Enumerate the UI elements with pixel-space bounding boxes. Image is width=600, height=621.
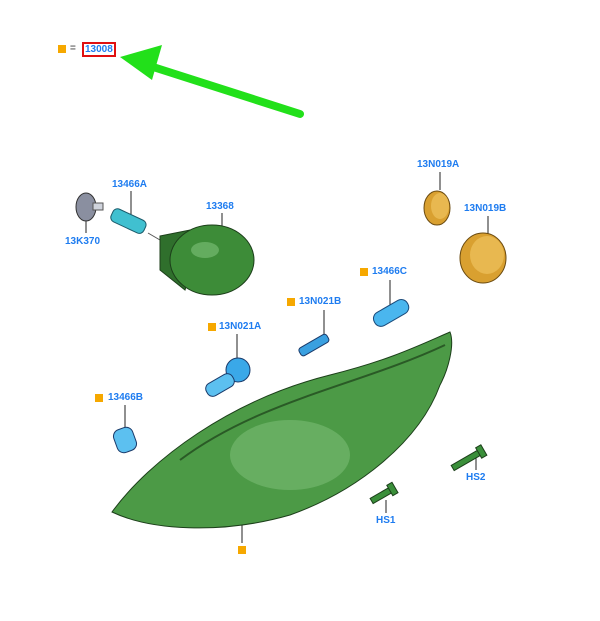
socket-13k370-icon: [75, 192, 104, 222]
label-13n019b[interactable]: 13N019B: [464, 203, 507, 214]
screw-hs2-icon: [450, 444, 488, 472]
label-13466a[interactable]: 13466A: [112, 179, 148, 190]
marker-square-icon: [208, 323, 216, 331]
label-13466b[interactable]: 13466B: [108, 392, 144, 403]
label-13n019a[interactable]: 13N019A: [417, 159, 460, 170]
bulb-13466a-icon: [110, 208, 147, 234]
side-lamp-13368-icon: [159, 224, 255, 296]
bulb-13466c-icon: [372, 299, 410, 327]
marker-square-icon: [238, 546, 246, 554]
legend-equals: =: [70, 43, 76, 54]
bulb-13n021a-icon: [205, 357, 251, 397]
marker-square-icon: [58, 45, 66, 53]
label-hs1[interactable]: HS1: [376, 515, 396, 526]
amber-cap-13n019a-icon: [423, 190, 451, 226]
label-13n021a[interactable]: 13N021A: [219, 321, 262, 332]
bulb-13466b-icon: [112, 426, 138, 454]
label-13466c[interactable]: 13466C: [372, 266, 408, 277]
label-hs2[interactable]: HS2: [466, 472, 486, 483]
amber-cap-13n019b-icon: [459, 232, 507, 284]
green-arrow-icon: [120, 45, 304, 118]
marker-square-icon: [360, 268, 368, 276]
marker-square-icon: [287, 298, 295, 306]
label-13k370[interactable]: 13K370: [65, 236, 101, 247]
headlamp-housing-icon: [111, 331, 453, 529]
bulb-13n021b-icon: [298, 333, 330, 357]
screw-hs1-icon: [369, 481, 399, 505]
marker-square-icon: [95, 394, 103, 402]
label-13n021b[interactable]: 13N021B: [299, 296, 342, 307]
label-13368[interactable]: 13368: [206, 201, 234, 212]
legend-part-number-link[interactable]: 13008: [82, 42, 116, 57]
